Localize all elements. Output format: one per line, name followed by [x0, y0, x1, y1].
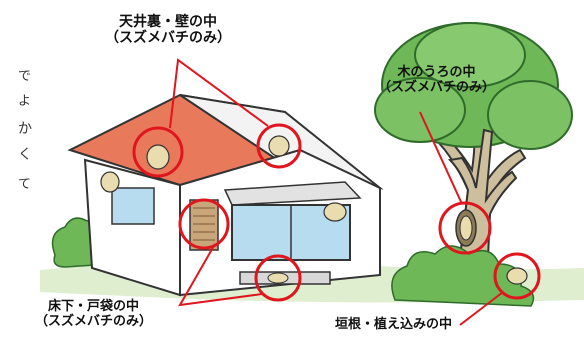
- label-floor-shutter: 床下・戸袋の中 （スズメバチのみ）: [35, 299, 153, 330]
- callout-leaders: [169, 58, 504, 326]
- hedge-illustration: [391, 245, 535, 307]
- wasp-nest-icon: [267, 272, 289, 284]
- house-window-left: [111, 187, 155, 225]
- label-line: 木のうろの中: [397, 65, 476, 80]
- callout-circle-floor: [254, 254, 302, 302]
- callout-circles: [132, 123, 541, 302]
- wasp-nest-icon: [506, 267, 528, 285]
- label-line: （スズメバチのみ）: [378, 79, 496, 95]
- side-char: よ: [18, 94, 32, 109]
- callout-circle-wall: [256, 123, 302, 169]
- label-line: （スズメバチのみ）: [35, 313, 153, 329]
- side-char: く: [18, 147, 32, 163]
- side-char: か: [18, 121, 32, 137]
- wasp-nest-icon: [459, 215, 473, 241]
- label-line: 垣根・植え込みの中: [335, 317, 453, 332]
- side-char: て: [18, 177, 32, 192]
- wasp-nest-icon: [268, 135, 290, 157]
- side-char: で: [18, 69, 32, 84]
- house-illustration: [67, 93, 384, 297]
- label-line: 床下・戸袋の中: [48, 299, 140, 314]
- label-tree-hollow: 木のうろの中 （スズメバチのみ）: [378, 65, 496, 96]
- callout-circle-tree: [438, 201, 492, 255]
- label-line: 天井裏・壁の中: [119, 14, 217, 30]
- callout-circle-shutter: [178, 198, 230, 250]
- callout-circle-attic: [132, 126, 184, 178]
- label-hedge: 垣根・植え込みの中: [335, 317, 453, 333]
- wasp-nest-icon: [146, 144, 170, 170]
- wasp-nest-icon: [323, 202, 347, 222]
- wasp-nest-icon: [100, 171, 120, 193]
- label-line: （スズメバチのみ）: [105, 30, 231, 47]
- callout-circle-hedge: [493, 252, 541, 300]
- label-attic-wall: 天井裏・壁の中 （スズメバチのみ）: [105, 14, 231, 46]
